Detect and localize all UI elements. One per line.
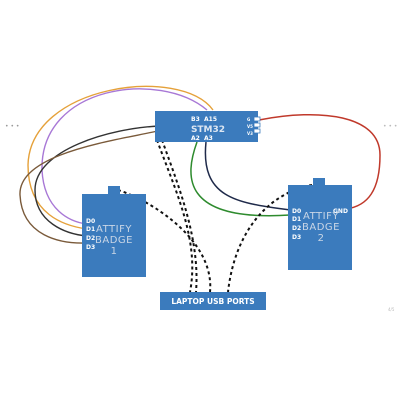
stm32-pin-a15: A15	[204, 116, 217, 123]
wire-black	[34, 125, 161, 237]
stm32-pin-v3: V3	[247, 131, 253, 136]
laptop-usb-ports: LAPTOP USB PORTS	[160, 292, 266, 310]
attify-badge-1: D0 D1 D2 D3 ATTIFY BADGE 1	[82, 186, 146, 277]
left-margin-dots: • • •	[5, 123, 19, 130]
badge1-name-line1: ATTIFY	[96, 224, 132, 235]
right-margin-dots: • • •	[383, 123, 397, 130]
wire-brown	[19, 129, 163, 244]
stm32-title: STM32	[191, 125, 225, 135]
badge1-pin-d1: D1	[86, 226, 95, 233]
badge2-pin-d3: D3	[292, 234, 301, 241]
badge2-pin-gnd: GND	[333, 208, 348, 215]
badge2-name-line3: 2	[318, 233, 325, 244]
stm32-board: STM32 B3 A15 A2 A3 G V5 V3	[155, 111, 261, 142]
usb-ports-label: LAPTOP USB PORTS	[171, 297, 254, 306]
badge2-pin-d0: D0	[292, 208, 301, 215]
wire-red	[258, 113, 381, 210]
badge1-name-line2: BADGE	[95, 235, 133, 246]
stm32-pin-a3: A3	[204, 135, 213, 142]
badge1-name-line3: 1	[111, 246, 118, 257]
wire-navy	[204, 141, 291, 211]
badge1-pin-d0: D0	[86, 218, 95, 225]
stm32-pin-v5: V5	[247, 124, 253, 129]
badge2-name-line1: ATTIFY	[303, 211, 339, 222]
page-marker: 4/5	[388, 307, 395, 312]
stm32-pin-g: G	[247, 117, 250, 122]
badge1-pin-d2: D2	[86, 235, 95, 242]
badge1-pin-d3: D3	[86, 244, 95, 251]
wire-orange	[27, 85, 214, 230]
wire-purple	[41, 88, 208, 225]
usb-cable-stm32-a	[156, 139, 194, 293]
stm32-pin-a2: A2	[191, 135, 200, 142]
wire-green	[190, 141, 291, 217]
attify-badge-2: D0 D1 D2 D3 GND ATTIFY BADGE 2	[288, 178, 352, 270]
usb-cable-stm32-b	[161, 139, 198, 293]
badge2-pin-d2: D2	[292, 225, 301, 232]
badge2-pin-d1: D1	[292, 216, 301, 223]
badge2-name-line2: BADGE	[302, 222, 340, 233]
stm32-pin-b3: B3	[191, 116, 200, 123]
